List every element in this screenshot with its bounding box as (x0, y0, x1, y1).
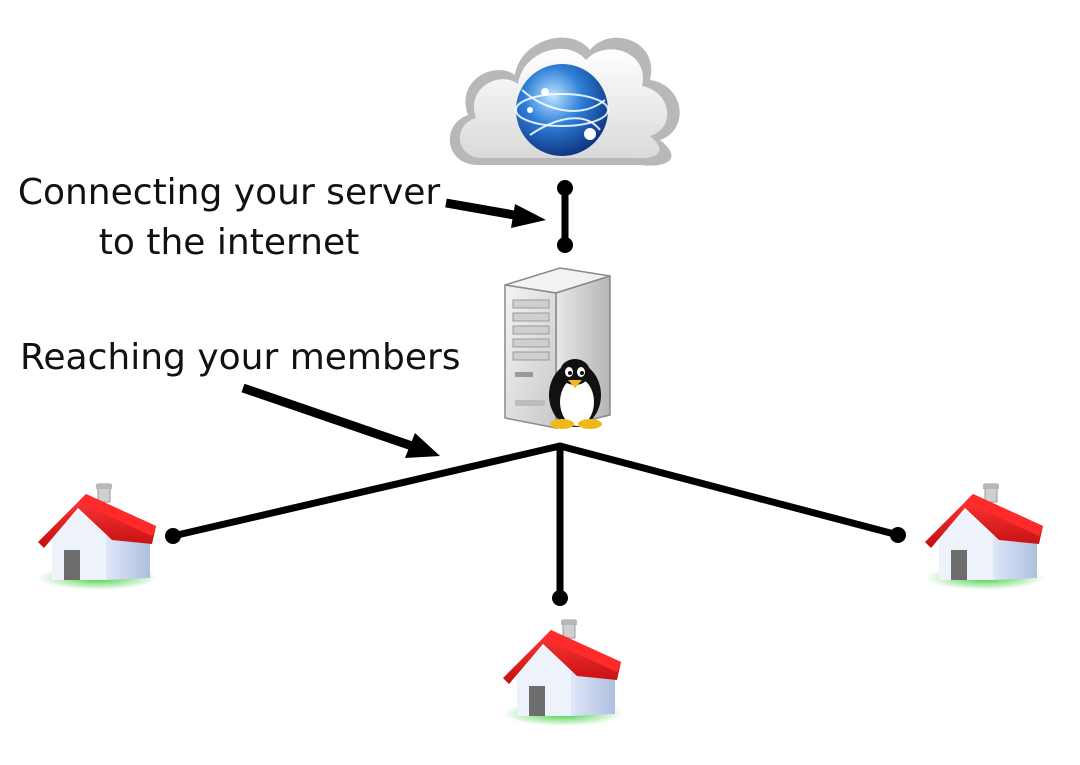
label-connecting-line1: Connecting your server (17, 172, 441, 213)
arrow-to-uplink (445, 198, 546, 228)
link-right-house (556, 442, 902, 539)
cloud-with-globe-icon (449, 37, 680, 166)
label-connecting-line2: to the internet (98, 222, 360, 263)
pointer-arrows (241, 198, 546, 458)
linux-penguin-icon (549, 359, 602, 429)
label-reaching-members: Reaching your members (20, 337, 461, 378)
house-icon (924, 483, 1046, 591)
link-left-house (169, 442, 564, 540)
connection-lines (169, 184, 902, 602)
label-connecting-server: Connecting your server to the internet (14, 168, 444, 268)
house-icon (37, 483, 159, 591)
arrow-to-links (241, 383, 440, 458)
connection-dots (165, 180, 906, 606)
house-icon (502, 619, 624, 727)
